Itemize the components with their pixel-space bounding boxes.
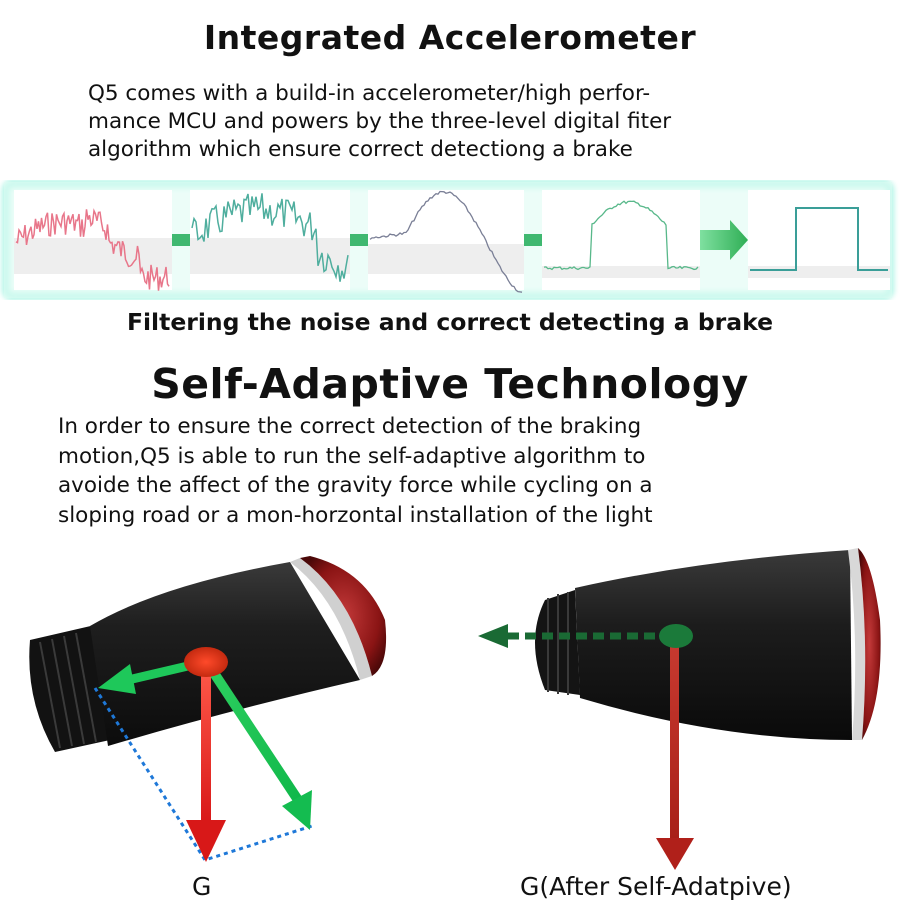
gravity-arrow <box>201 664 211 824</box>
label-gravity: G <box>192 872 212 901</box>
gravity-vectors-tilted <box>93 647 313 862</box>
filtering-caption: Filtering the noise and correct detectin… <box>126 308 774 336</box>
sensor-point <box>184 647 228 677</box>
panel-brake-detect <box>748 190 890 290</box>
filtered-waveform-stage-2 <box>369 190 523 293</box>
filtered-waveform-stage-1 <box>191 193 349 282</box>
accelerometer-title: Integrated Accelerometer <box>203 18 697 57</box>
filtered-waveform-stage-3 <box>543 200 699 271</box>
self-adaptive-title: Self-Adaptive Technology <box>151 360 749 408</box>
panel-filter-stage-2 <box>368 190 524 293</box>
label-gravity-after-adaptive: G(After Self-Adatpive) <box>520 872 792 901</box>
taillight-level <box>535 548 881 740</box>
panel-filter-stage-3 <box>542 190 700 290</box>
accelerometer-description: Q5 comes with a build-in accelerometer/h… <box>88 81 672 162</box>
brake-square-pulse <box>750 207 888 271</box>
filter-stages-strip <box>2 180 894 300</box>
panel-raw-signal <box>14 190 172 291</box>
stage-connectors <box>172 220 748 260</box>
raw-noisy-waveform <box>15 208 170 291</box>
sensor-point-adjusted <box>659 624 693 648</box>
gravity-vectors-level <box>478 624 694 870</box>
gravity-arrow-adjusted <box>670 640 679 840</box>
component-arrow-diagonal <box>203 661 303 803</box>
taillight-tilted <box>29 556 387 752</box>
self-adaptive-description: In order to ensure the correct detection… <box>58 414 653 528</box>
panel-filter-stage-1 <box>190 190 350 290</box>
gravity-diagram <box>29 548 881 870</box>
